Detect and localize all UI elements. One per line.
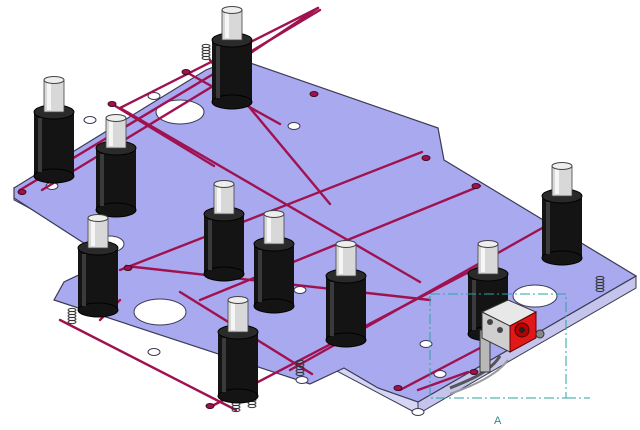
- hydraulic-channel: [118, 106, 422, 284]
- channel-plug: [421, 155, 431, 161]
- cylinder-highlight: [330, 282, 334, 336]
- piston-cap: [477, 240, 499, 248]
- cylinder-highlight: [208, 220, 212, 270]
- spring-plunger-icon: [67, 307, 77, 325]
- cylinder-base: [253, 298, 295, 314]
- mounting-hole-icon: [287, 122, 301, 130]
- piston-shine: [47, 82, 51, 110]
- mounting-hole-icon: [147, 348, 161, 356]
- piston-shine: [91, 220, 95, 246]
- spring-plunger-icon: [201, 43, 211, 61]
- hydraulic-channel: [398, 346, 482, 392]
- clamp-cylinder-icon: [467, 240, 509, 342]
- mounting-hole-icon: [512, 284, 558, 308]
- detail-label: A: [494, 415, 502, 427]
- spring-coil: [295, 359, 305, 365]
- piston-shine: [267, 216, 271, 242]
- mounting-hole-icon: [293, 286, 307, 294]
- cylinder-highlight: [100, 154, 104, 206]
- cylinder-highlight: [82, 254, 86, 306]
- cylinder-highlight: [38, 118, 42, 172]
- clamp-cylinder-icon: [217, 296, 259, 404]
- cylinder-base: [325, 332, 367, 348]
- spring-plunger-icon: [595, 275, 605, 293]
- detail-frame: A: [429, 293, 590, 427]
- mounting-hole-icon: [155, 99, 205, 125]
- piston-shine: [109, 120, 113, 146]
- mounting-hole-icon: [147, 92, 161, 100]
- spring-coil: [67, 307, 77, 313]
- piston-cap: [43, 76, 65, 84]
- hydraulic-channel: [238, 6, 320, 62]
- clamp-cylinder-icon: [33, 76, 75, 184]
- piston-shine: [231, 302, 235, 330]
- valve-block-icon: [449, 299, 545, 395]
- piston-cap: [221, 6, 243, 14]
- piston-cap: [263, 210, 285, 218]
- channel-plug: [205, 403, 215, 409]
- cylinder-highlight: [222, 338, 226, 392]
- piston-cap: [551, 162, 573, 170]
- piston-shine: [339, 246, 343, 274]
- piston-cap: [335, 240, 357, 248]
- cylinder-base: [33, 168, 75, 184]
- piston-cap: [87, 214, 109, 222]
- clamp-cylinder-icon: [325, 240, 367, 348]
- channel-plug: [309, 91, 319, 97]
- clamp-cylinder-icon: [77, 214, 119, 318]
- clamp-cylinder-icon: [95, 114, 137, 218]
- channel-plug: [393, 385, 403, 391]
- mounting-hole-icon: [411, 408, 425, 416]
- mounting-hole-icon: [83, 116, 97, 124]
- channel-plug: [471, 183, 481, 189]
- cylinder-highlight: [258, 250, 262, 302]
- piston-shine: [217, 186, 221, 212]
- clamp-cylinder-icon: [541, 162, 583, 266]
- spring-plunger-icon: [295, 359, 305, 377]
- cylinder-base: [77, 302, 119, 318]
- clamp-cylinder-icon: [203, 180, 245, 282]
- cylinder-base: [541, 250, 583, 266]
- clamp-cylinder-icon: [253, 210, 295, 314]
- mounting-hole-icon: [133, 298, 187, 326]
- piston-shine: [225, 12, 229, 38]
- cylinder-highlight: [216, 46, 220, 98]
- cylinder-base: [217, 388, 259, 404]
- cylinder-highlight: [472, 280, 476, 330]
- mounting-hole-icon: [433, 370, 447, 378]
- spring-coil: [201, 43, 211, 49]
- channel-plug: [469, 369, 479, 375]
- mounting-hole-icon: [295, 376, 309, 384]
- cylinder-base: [211, 94, 253, 110]
- piston-cap: [213, 180, 235, 188]
- piston-shine: [555, 168, 559, 194]
- channel-plug: [17, 189, 27, 195]
- piston-shine: [481, 246, 485, 272]
- cylinder-base: [95, 202, 137, 218]
- mounting-hole-icon: [419, 340, 433, 348]
- channel-plug: [107, 101, 117, 107]
- channel-plug: [181, 69, 191, 75]
- piston-cap: [227, 296, 249, 304]
- hydraulic-channel: [110, 102, 216, 168]
- cylinder-base: [203, 266, 245, 282]
- hydraulic-channel: [58, 318, 238, 412]
- hydraulic-channel: [416, 370, 470, 392]
- channel-plug: [123, 265, 133, 271]
- piston-cap: [105, 114, 127, 122]
- spring-coil: [595, 275, 605, 281]
- cylinder-highlight: [546, 202, 550, 254]
- clamp-cylinder-icon: [211, 6, 253, 110]
- clamp-cylinders: [33, 6, 583, 404]
